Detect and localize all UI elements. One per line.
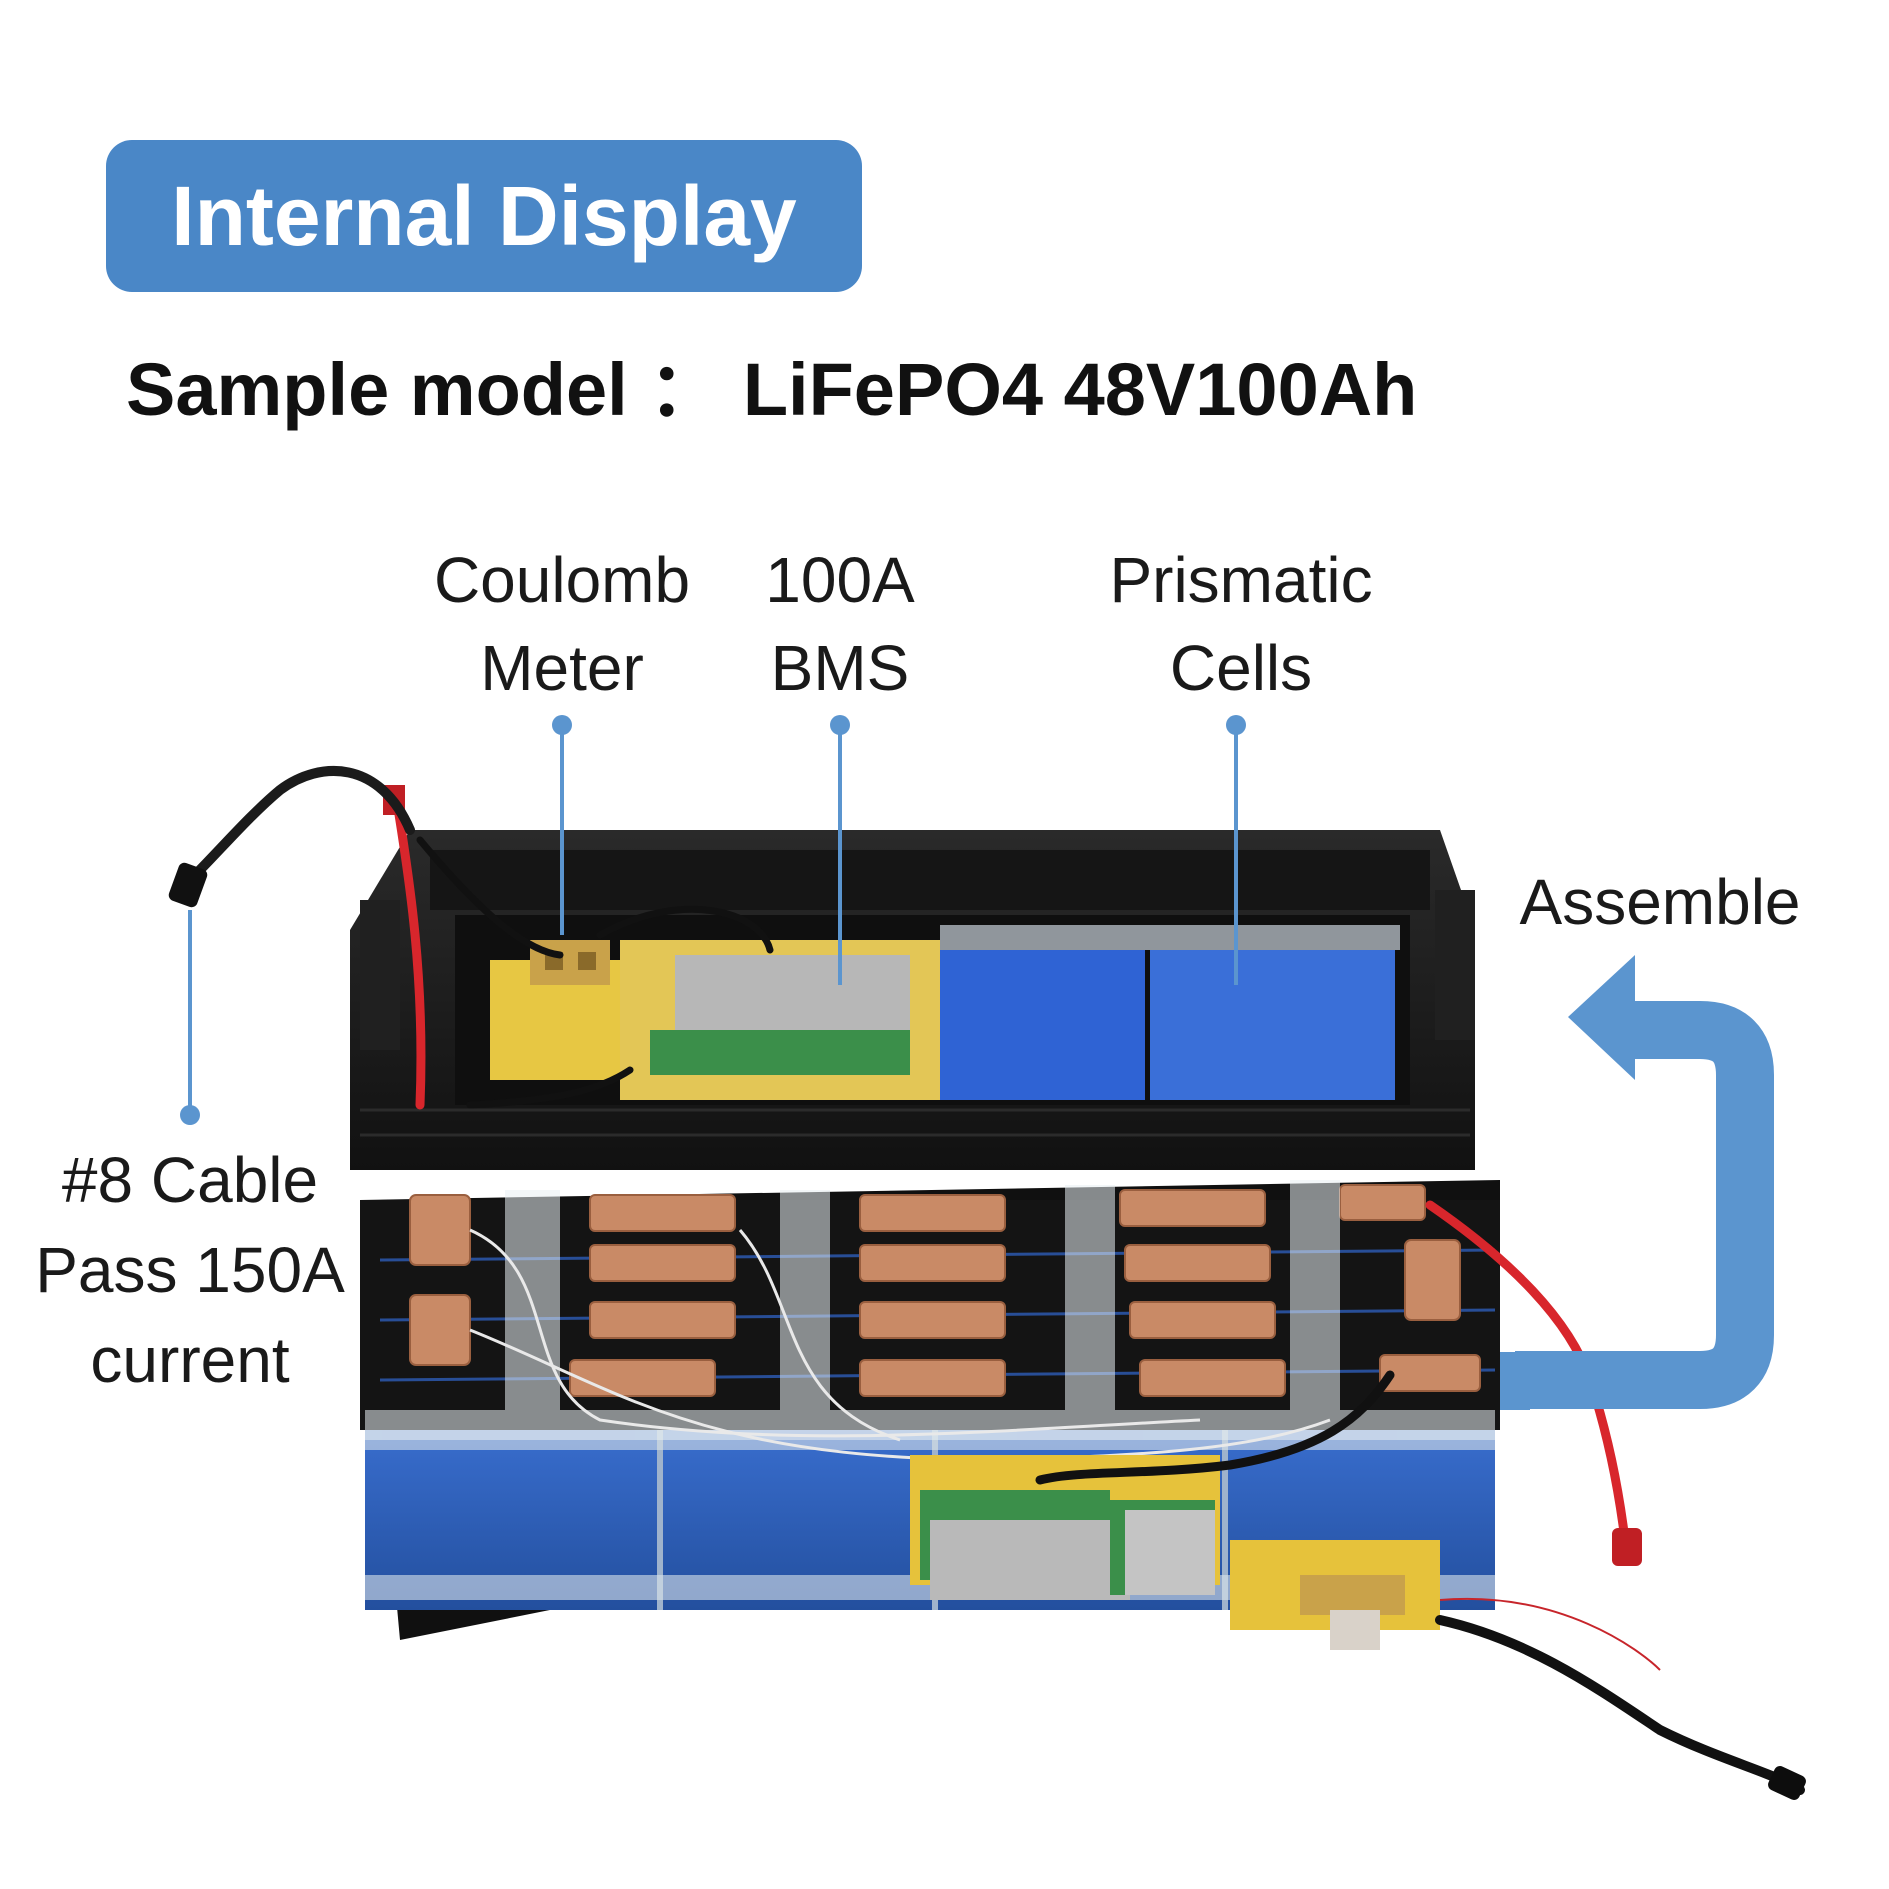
title-badge: Internal Display: [106, 140, 862, 292]
bms-callout: 100A BMS: [730, 536, 950, 712]
sample-model-line: Sample model ： LiFePO4 48V100Ah: [126, 330, 1417, 437]
assemble-label: Assemble: [1519, 866, 1801, 938]
cable-callout: #8 Cable Pass 150A current: [10, 1135, 370, 1405]
assemble-arrow-icon: [1500, 955, 1774, 1410]
front-bms: [910, 1455, 1440, 1650]
sample-model-label: Sample model: [126, 348, 628, 431]
black-cable-front: [1035, 1370, 1806, 1800]
busbars: [409, 1184, 1481, 1397]
prismatic-cells-line-2: Cells: [1169, 632, 1313, 704]
sample-model-value: LiFePO4 48V100Ah: [742, 348, 1418, 431]
prismatic-cells-callout: Prismatic Cells: [1076, 536, 1406, 712]
red-cable-top: [168, 766, 426, 1110]
cable-line-2: Pass 150A: [35, 1234, 345, 1306]
coulomb-meter-line-1: Coulomb: [433, 544, 691, 616]
title-text: Internal Display: [171, 168, 797, 263]
bms-line-2: BMS: [770, 632, 910, 704]
coulomb-meter-callout: Coulomb Meter: [412, 536, 712, 712]
cable-line-1: #8 Cable: [61, 1144, 319, 1216]
prismatic-cells-line-1: Prismatic: [1109, 544, 1373, 616]
sample-model-separator: ：: [648, 348, 723, 431]
case-contents: [490, 925, 1400, 1100]
callout-leaders: [180, 715, 1246, 1125]
bms-line-1: 100A: [765, 544, 915, 616]
case-wires: [416, 836, 774, 1109]
cable-line-3: current: [90, 1324, 290, 1396]
coulomb-meter-line-2: Meter: [480, 632, 644, 704]
